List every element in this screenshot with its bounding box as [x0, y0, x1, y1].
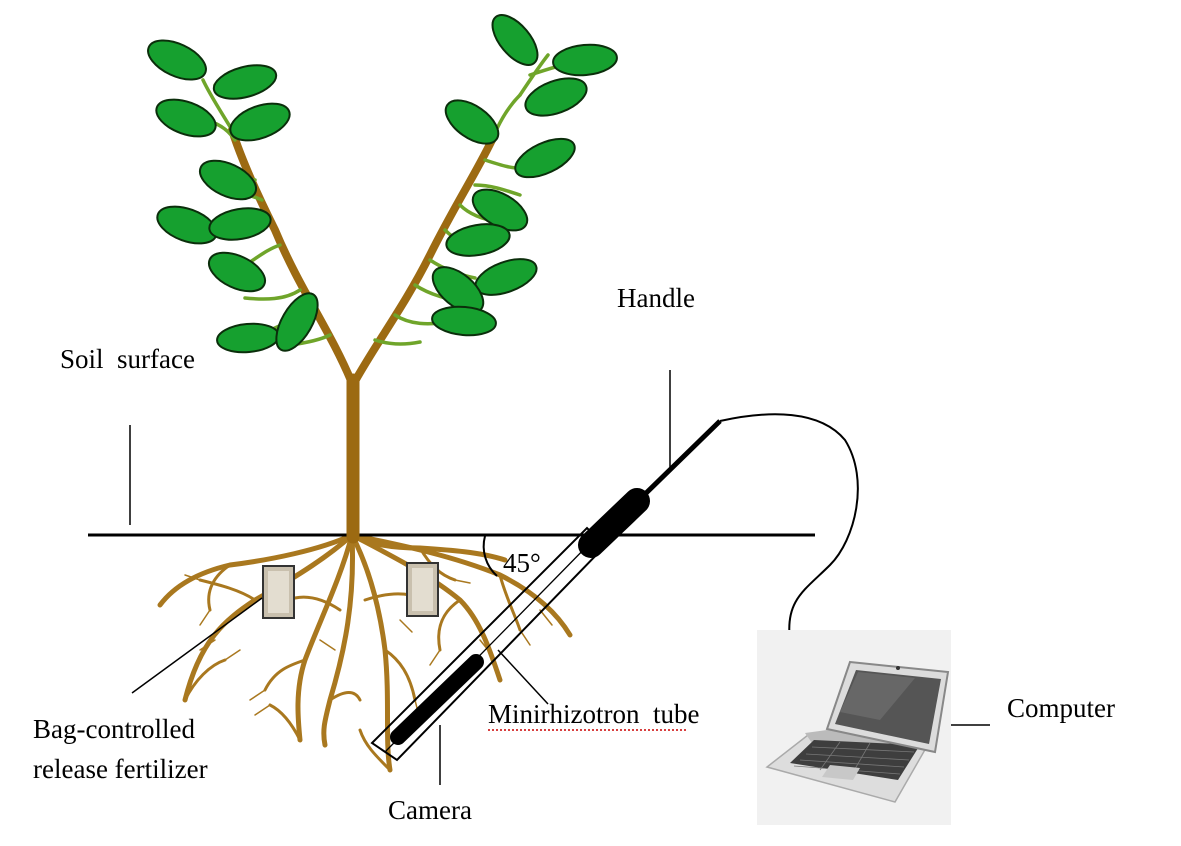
fertilizer-bag-left: [262, 565, 295, 619]
tube-leader: [497, 649, 549, 705]
handle-grip: [578, 488, 650, 558]
handle-label: Handle: [617, 283, 695, 313]
camera-label: Camera: [388, 795, 472, 825]
root-system: [157, 532, 573, 773]
plant-twigs: [193, 53, 577, 347]
laptop-icon: [757, 630, 951, 825]
fertilizer-bag-right: [406, 562, 439, 617]
plant-leaves: [147, 14, 618, 354]
fertilizer-label-line1: Bag-controlled: [33, 714, 195, 744]
computer-label: Computer: [1007, 693, 1115, 723]
fertilizer-leader: [131, 597, 263, 694]
handle: [578, 419, 722, 558]
angle-label: 45°: [503, 548, 541, 578]
minirhizotron-tube-label: Minirhizotron tube: [488, 699, 699, 729]
plant-stem: [228, 126, 496, 544]
camera-body: [390, 654, 484, 745]
soil-surface-label: Soil surface: [60, 344, 195, 374]
angle-arc: [482, 535, 498, 577]
fertilizer-label-line2: release fertilizer: [33, 754, 208, 784]
